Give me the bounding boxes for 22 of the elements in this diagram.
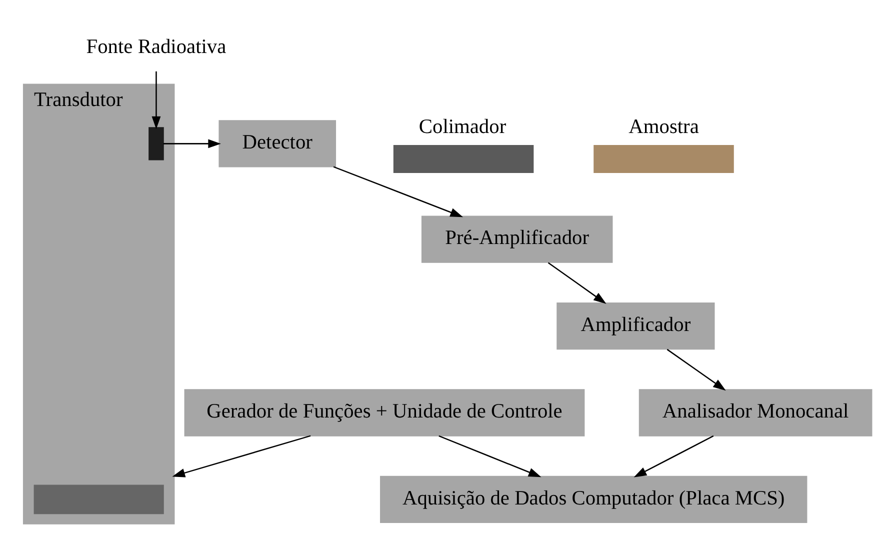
arrow bbox=[666, 348, 726, 391]
node-text: Fonte Radioativa bbox=[86, 36, 226, 58]
node-box: Detector bbox=[218, 120, 336, 168]
arrow bbox=[172, 435, 311, 478]
node-label: Amostra bbox=[628, 116, 699, 138]
node-box: Amplificador bbox=[556, 302, 715, 350]
arrow bbox=[163, 139, 221, 148]
cluster: Transdutor bbox=[22, 84, 175, 524]
node-box: Pré-Amplificador bbox=[421, 216, 613, 263]
node-box: Aquisição de Dados Computador (Placa MCS) bbox=[380, 476, 808, 524]
arrow bbox=[333, 166, 464, 218]
arrow bbox=[548, 262, 606, 304]
arrow bbox=[634, 435, 714, 478]
node-label: Colimador bbox=[418, 116, 506, 138]
node-box: Gerador de Funções + Unidade de Controle bbox=[184, 389, 585, 436]
arrow bbox=[438, 435, 542, 478]
node-box bbox=[393, 144, 534, 174]
node-box: Analisador Monocanal bbox=[638, 389, 872, 436]
node-bar bbox=[34, 484, 164, 514]
node-box bbox=[148, 127, 164, 160]
node-box bbox=[594, 144, 734, 174]
arrow bbox=[152, 71, 161, 130]
